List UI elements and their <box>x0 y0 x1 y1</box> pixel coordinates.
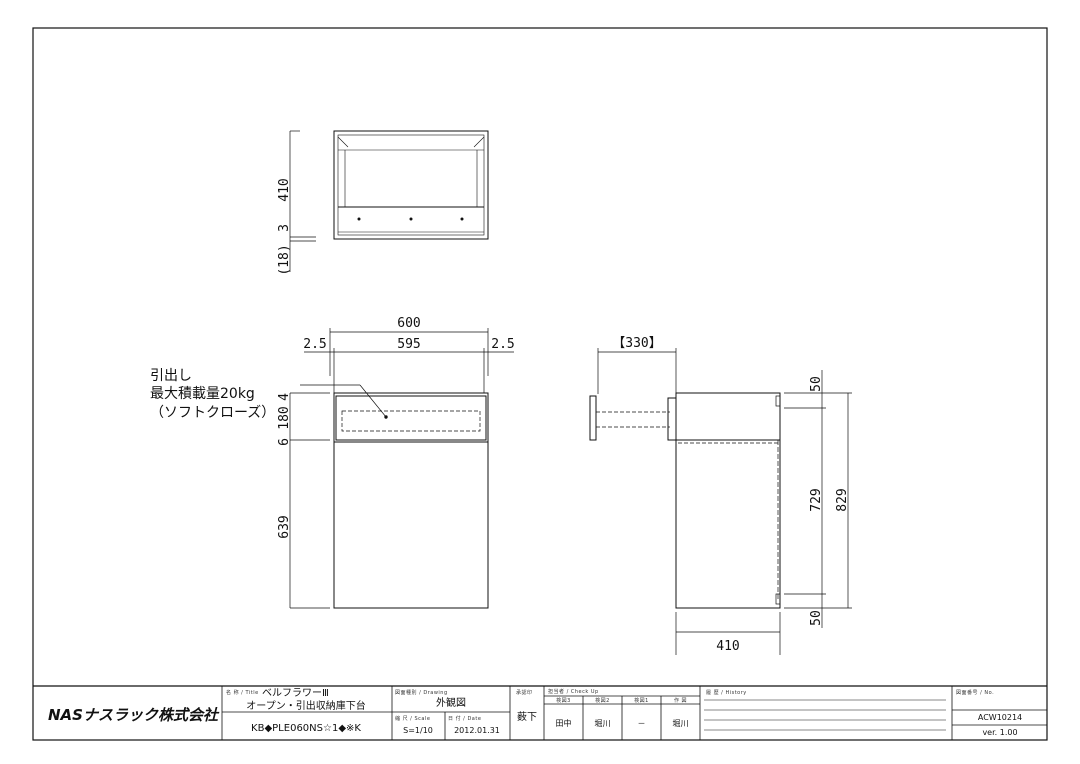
approval-label: 承認印 <box>516 689 533 696</box>
history-label: 履 歴 / History <box>706 690 747 696</box>
check-col-value: 堀川 <box>673 719 689 728</box>
dim-top-3: 3 <box>277 224 292 232</box>
side-view <box>589 348 852 655</box>
dim-front-right-25: 2.5 <box>491 337 514 352</box>
product-name: オープン・引出収納庫下台 <box>246 699 365 712</box>
check-col-label: 検図1 <box>634 697 649 704</box>
dim-side-829: 829 <box>835 488 850 511</box>
date-value: 2012.01.31 <box>454 726 500 735</box>
dim-front-180: 180 <box>277 406 292 429</box>
dim-top-410: 410 <box>277 178 292 201</box>
drawing-number: ACW10214 <box>978 713 1022 722</box>
series-name: ベルフラワーⅢ <box>262 687 329 699</box>
check-col-label: 検図2 <box>595 697 610 704</box>
check-col-value: 田中 <box>556 718 572 728</box>
dim-front-600: 600 <box>397 316 420 331</box>
dim-front-595: 595 <box>397 337 420 352</box>
drawing-frame <box>32 27 1048 741</box>
check-columns: 検図3 検図2 検図1 作 図 <box>556 697 687 704</box>
check-col-label: 作 図 <box>674 697 687 704</box>
dim-front-left-25: 2.5 <box>303 337 326 352</box>
model-number: KB◆PLE060NS☆1◆※K <box>251 723 361 734</box>
version: ver. 1.00 <box>982 728 1017 737</box>
check-col-value: 堀川 <box>595 719 611 728</box>
dim-side-top-50: 50 <box>809 376 824 392</box>
check-col-value: － <box>638 719 646 728</box>
title-label: 名 称 / Title <box>226 689 259 696</box>
drawing-type: 外観図 <box>436 696 466 709</box>
drawer-note-line1: 引出し <box>150 368 192 384</box>
check-label: 担当者 / Check Up <box>548 688 599 695</box>
company-logo: NASナスラック株式会社 <box>48 706 220 724</box>
scale-value: S=1/10 <box>403 726 433 735</box>
check-col-label: 検図3 <box>556 697 571 704</box>
dim-side-bottom-50: 50 <box>809 610 824 626</box>
scale-label: 縮 尺 / Scale <box>395 715 430 722</box>
date-label: 日 付 / Date <box>448 715 481 722</box>
drawer-note-line3: （ソフトクローズ） <box>150 405 275 421</box>
top-view <box>289 130 489 272</box>
title-block <box>33 685 1047 740</box>
drawing-label: 図面種別 / Drawing <box>395 689 448 696</box>
dim-side-330: 【330】 <box>612 336 661 351</box>
dim-side-729: 729 <box>809 488 824 511</box>
drawer-note-line2: 最大積載量20kg <box>150 386 255 402</box>
dim-front-639: 639 <box>277 515 292 538</box>
dim-top-18: (18) <box>277 244 292 275</box>
number-label: 図面番号 / No. <box>956 689 994 696</box>
check-values: 田中 堀川 － 堀川 <box>556 718 689 728</box>
front-view <box>289 328 514 609</box>
dim-front-6: 6 <box>277 438 292 446</box>
approver-name: 薮下 <box>517 711 537 723</box>
dim-front-4: 4 <box>277 393 292 401</box>
dim-side-410: 410 <box>716 639 739 654</box>
